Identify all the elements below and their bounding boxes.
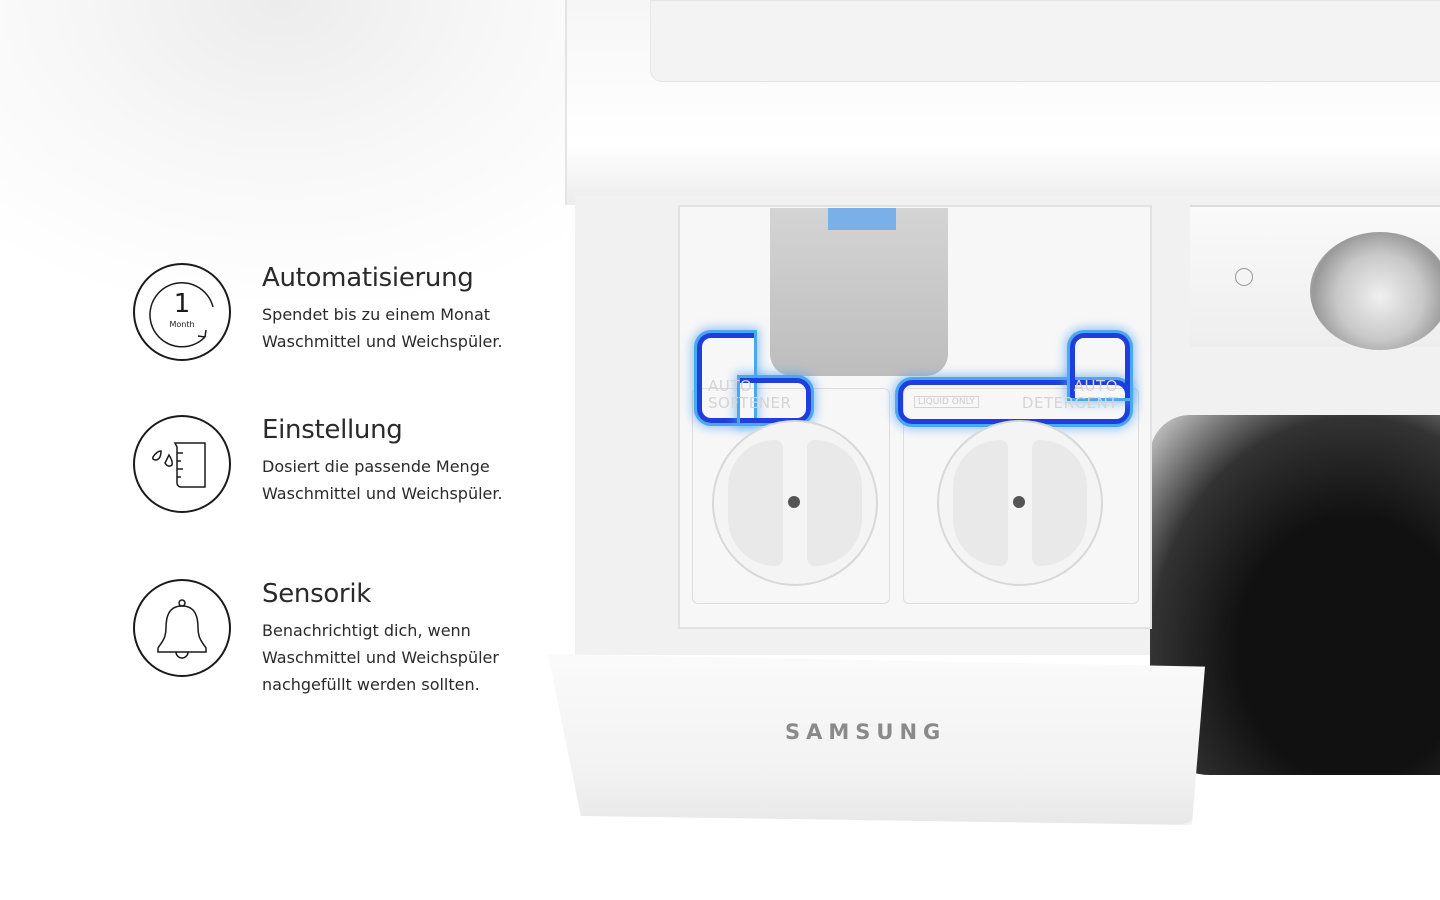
feature-title: Einstellung: [262, 415, 403, 445]
prewash-compartment: [770, 208, 948, 376]
description-line: Waschmittel und Weichspüler.: [262, 484, 503, 503]
description-line: nachgefüllt werden sollten.: [262, 675, 480, 694]
brand-logo: SAMSUNG: [785, 720, 947, 744]
feature-sensorik: Sensorik Benachrichtigt dich, wenn Wasch…: [133, 579, 553, 699]
icon-caption: Month: [169, 320, 194, 329]
feature-title: Sensorik: [262, 579, 372, 609]
description-line: Benachrichtigt dich, wenn: [262, 621, 471, 640]
one-month-cycle-icon: 1 Month: [133, 263, 231, 361]
detergent-compartment: [903, 388, 1139, 604]
label-line: AUTO: [1073, 377, 1118, 395]
auto-detergent-label: AUTO DETERGENT: [1014, 378, 1118, 412]
feature-einstellung: Einstellung Dosiert die passende Menge W…: [133, 415, 553, 535]
softener-dial[interactable]: [712, 420, 878, 586]
detergent-highlight: [1070, 333, 1130, 398]
drawer-front[interactable]: [548, 654, 1205, 825]
measuring-cup-drops-icon: [133, 415, 231, 513]
feature-automatisierung: 1 Month Automatisierung Spendet bis zu e…: [133, 263, 553, 383]
softener-highlight: [697, 333, 754, 423]
label-line: AUTO: [708, 377, 753, 395]
label-line: DETERGENT: [1021, 394, 1118, 412]
softener-highlight: [740, 378, 811, 423]
feature-description: Dosiert die passende Menge Waschmittel u…: [262, 453, 503, 507]
softener-compartment: [692, 388, 890, 604]
feature-description: Benachrichtigt dich, wenn Waschmittel un…: [262, 617, 499, 698]
power-icon: [1235, 268, 1253, 286]
feature-description: Spendet bis zu einem Monat Waschmittel u…: [262, 301, 503, 355]
blue-clip: [828, 208, 896, 230]
program-knob: [1310, 232, 1440, 350]
auto-softener-label: AUTO SOFTENER: [708, 378, 791, 412]
description-line: Waschmittel und Weichspüler: [262, 648, 499, 667]
description-line: Spendet bis zu einem Monat: [262, 305, 491, 324]
feature-title: Automatisierung: [262, 263, 474, 293]
washer-top-panel: [650, 0, 1440, 82]
liquid-only-label: LIQUID ONLY: [914, 396, 979, 408]
detergent-dial[interactable]: [937, 420, 1103, 586]
label-line: SOFTENER: [708, 394, 792, 412]
description-line: Dosiert die passende Menge: [262, 457, 490, 476]
bell-icon: [133, 579, 231, 677]
icon-number: 1: [174, 289, 191, 319]
description-line: Waschmittel und Weichspüler.: [262, 332, 503, 351]
